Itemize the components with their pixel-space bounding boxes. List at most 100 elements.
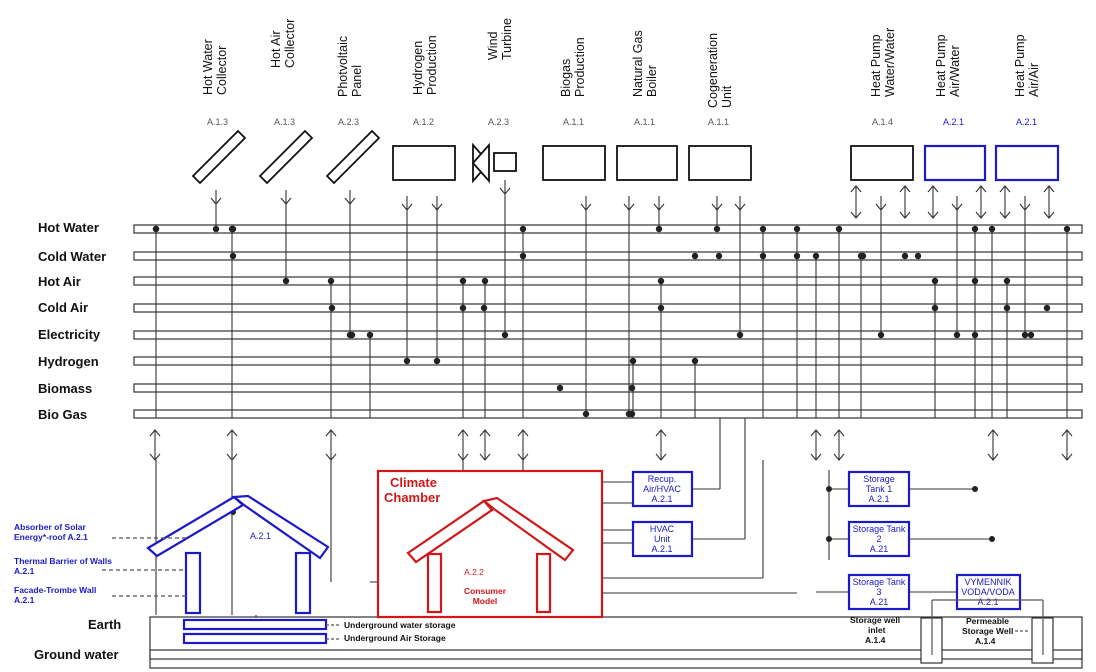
arrow-head [711,203,723,211]
junction-dot [713,225,721,233]
arrow-head [655,429,667,437]
permeable-label-3: A.1.4 [975,636,996,646]
junction-dot [459,304,467,312]
recup-box [631,470,694,508]
facade-label-2: A.2.1 [14,595,35,605]
arrow-head [431,203,443,211]
code-wind-turbine: A.2.3 [488,117,509,127]
double-arrows [149,185,1073,461]
bus-label-hot-water: Hot Water [38,220,99,235]
earth-label: Earth [88,617,121,632]
wall-left [184,551,202,615]
arrow-head [875,203,887,211]
junction-dot [501,331,509,339]
arrow-head [1061,429,1073,437]
consumer-roof-right [481,496,575,562]
bus-label-hot-air: Hot Air [38,274,81,289]
bus-electricity [133,330,1083,340]
label-photovoltaic-panel: PhotvoltaicPanel [336,36,364,97]
hvac-text-2: Unit [654,534,671,544]
storage-wells: Storage well inlet A.1.4 Permeable Stora… [850,599,1054,664]
wall-right [294,551,312,615]
junction-dot [759,225,767,233]
hot-water-collector-icon [191,129,247,185]
bus-label-cold-water: Cold Water [38,249,106,264]
climate-title-2: Chamber [384,490,440,505]
inlet-label-1: Storage well [850,615,900,625]
heat-pump-air-air-box [994,144,1060,182]
junction-dot [152,225,160,233]
hydrogen-production-box [392,145,456,181]
junction-dot [972,486,978,492]
junction-dot [691,252,699,260]
arrow-head [499,187,511,195]
junction-dot [793,225,801,233]
code-biogas-production: A.1.1 [563,117,584,127]
code-photovoltaic-panel: A.2.3 [338,117,359,127]
junction-dot [433,357,441,365]
biogas-production-box [542,145,606,181]
junction-dot [931,304,939,312]
arrow-head [987,453,999,461]
vymennik-box [955,573,1022,611]
tank1-text-1: Storage [863,474,895,484]
permeable-label-2: Storage Well [962,626,1013,636]
label-heat-pump-air-air: Heat PumpAir/Air [1013,34,1041,97]
bus-label-electricity: Electricity [38,327,101,342]
code-heat-pump-air-water: A.2.1 [943,117,964,127]
junction-dot [403,357,411,365]
junction-dot [481,277,489,285]
climate-title-1: Climate [390,475,437,490]
component-codes: A.1.3 A.1.3 A.2.3 A.1.2 A.2.3 A.1.1 A.1.… [207,117,1037,127]
arrow-head [401,203,413,211]
arrow-head [951,203,963,211]
bus-labels: Hot Water Cold Water Hot Air Cold Air El… [38,220,106,422]
tank2-text-1: Storage Tank [853,524,906,534]
label-hot-water-collector: Hot WaterCollector [201,39,229,95]
junction-dot [282,277,290,285]
vymennik-text-3: A.2.1 [977,597,998,607]
bus-label-hydrogen: Hydrogen [38,354,99,369]
recup-text-3: A.2.1 [651,494,672,504]
arrow-head [457,429,469,437]
wind-turbine-icon [471,142,517,184]
inlet-label-3: A.1.4 [865,635,886,645]
arrow-head [1043,211,1055,219]
bus-hydrogen [133,356,1083,366]
junction-dot [715,252,723,260]
arrow-head [479,453,491,461]
arrow-head [479,429,491,437]
arrow-head [344,197,356,205]
junction-dot [971,277,979,285]
junction-dot [229,252,237,260]
junction-dot [812,252,820,260]
arrow-head [1043,185,1055,193]
junction-dot [691,357,699,365]
junction-dot [793,252,801,260]
junction-dot [901,252,909,260]
arrow-head [734,203,746,211]
consumer-model-1: Consumer [464,586,507,596]
junction-dot [931,277,939,285]
facade-label-1: Facade-Trombe Wall [14,585,96,595]
consumer-model-2: Model [473,596,498,606]
underground-air-storage [182,632,328,645]
junction-dot [556,384,564,392]
bus-label-cold-air: Cold Air [38,300,88,315]
junction-dot [988,225,996,233]
junction-dot [826,536,832,542]
junction-dot [366,331,374,339]
label-biogas-production: BiogasProduction [559,37,587,97]
label-hydrogen-production: HydrogenProduction [411,35,439,95]
junction-dot [1021,331,1029,339]
label-wind-turbine: WindTurbine [486,18,514,60]
junction-dot [629,357,637,365]
junction-dot [348,331,356,339]
arrow-head [226,453,238,461]
tank2-text-2: 2 [876,534,881,544]
junction-dot [628,384,636,392]
code-hydrogen-production: A.1.2 [413,117,434,127]
junction-dot [655,225,663,233]
